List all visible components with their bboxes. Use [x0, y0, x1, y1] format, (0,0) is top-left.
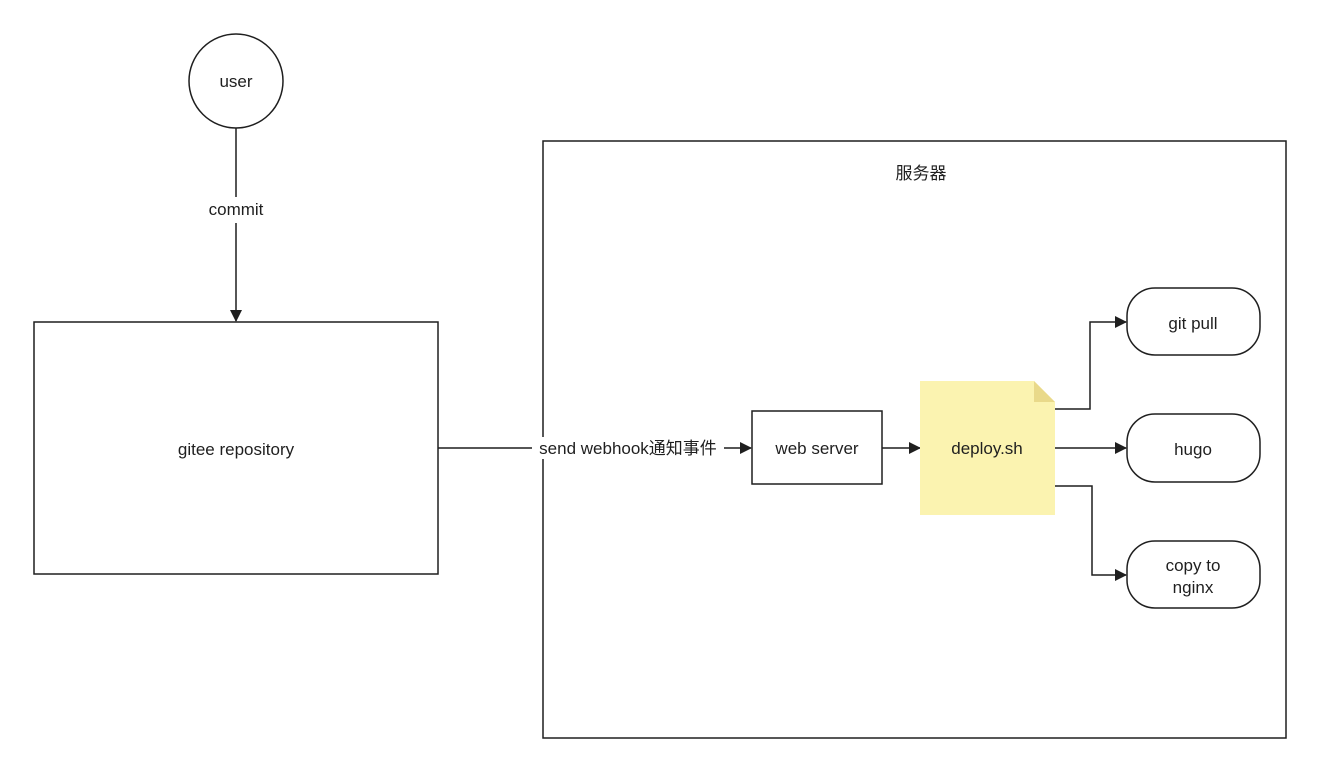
edge-deploy-to-copy-nginx [1055, 485, 1127, 581]
web-server-node[interactable] [751, 410, 883, 485]
deploy-script-note[interactable] [920, 381, 1055, 515]
edge-deploy-to-git-pull [1055, 316, 1127, 410]
copy-to-nginx-label-line1: copy to [1166, 556, 1221, 575]
copy-to-nginx-node[interactable] [1126, 540, 1261, 609]
commit-label-background [200, 197, 272, 223]
git-pull-label: git pull [1168, 314, 1217, 333]
edge-webhook-label: send webhook通知事件 [539, 439, 717, 458]
gitee-repository-node[interactable] [33, 321, 439, 575]
deploy-script-label: deploy.sh [951, 439, 1023, 458]
web-server-label: web server [774, 439, 858, 458]
webhook-label-background [532, 437, 724, 459]
hugo-node[interactable] [1126, 413, 1261, 483]
edge-commit-label: commit [209, 200, 264, 219]
hugo-label: hugo [1174, 440, 1212, 459]
git-pull-node[interactable] [1126, 287, 1261, 356]
deploy-script-note-fold [1034, 381, 1055, 402]
user-node-label: user [219, 72, 252, 91]
gitee-repository-label: gitee repository [178, 440, 295, 459]
server-group-label: 服务器 [896, 164, 947, 183]
copy-to-nginx-label-line2: nginx [1173, 578, 1214, 597]
